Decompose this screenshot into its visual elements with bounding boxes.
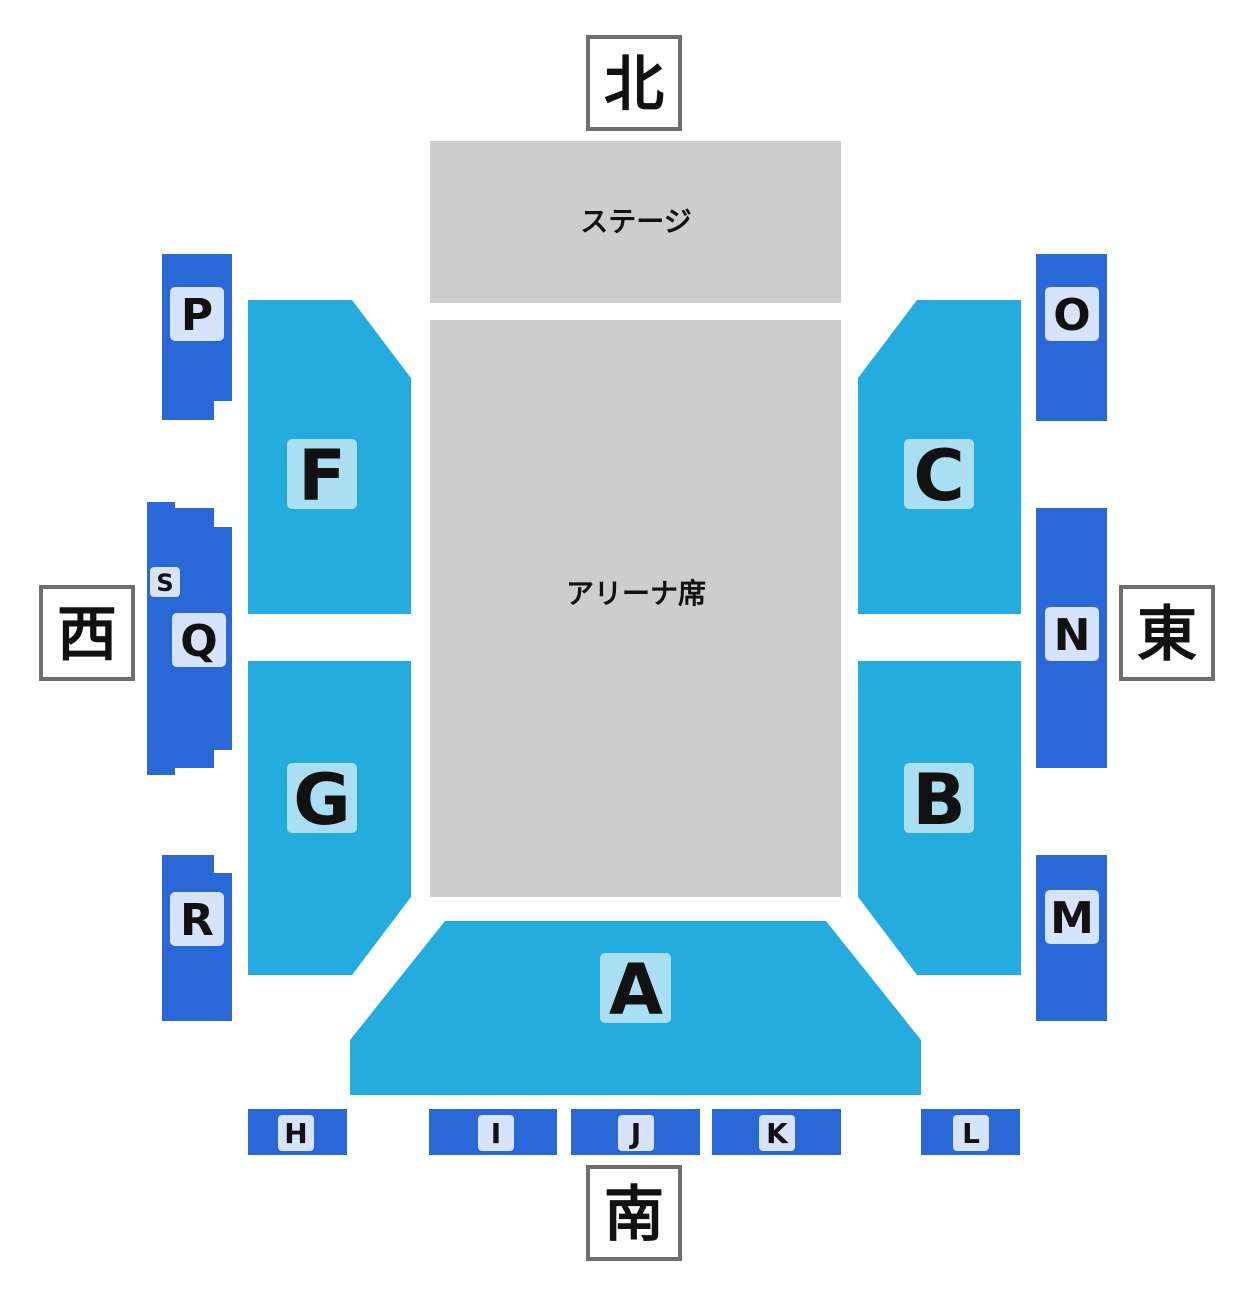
block-b[interactable]: B [858, 661, 1021, 975]
block-p[interactable]: P [162, 254, 232, 420]
block-c-label: C [913, 435, 964, 517]
compass-north: 北 [586, 35, 682, 131]
block-j-label: J [629, 1117, 641, 1150]
block-p-label: P [181, 290, 213, 341]
block-f-label: F [298, 435, 346, 517]
compass-east-label: 東 [1137, 600, 1197, 670]
block-n-label: N [1054, 610, 1091, 661]
block-s[interactable]: S [150, 567, 180, 597]
stage-label: ステージ [580, 205, 691, 238]
compass-west: 西 [39, 585, 135, 681]
compass-south: 南 [586, 1165, 682, 1261]
arena-label: アリーナ席 [566, 577, 706, 610]
block-o[interactable]: O [1036, 254, 1107, 421]
block-i-label: I [491, 1117, 501, 1150]
block-k-label: K [766, 1117, 789, 1150]
block-r[interactable]: R [162, 855, 232, 1021]
block-r-label: R [180, 895, 214, 946]
block-g[interactable]: G [248, 661, 411, 975]
block-h-label: H [284, 1117, 307, 1150]
arena-floor[interactable]: アリーナ席 [430, 320, 841, 897]
compass-east: 東 [1119, 585, 1215, 681]
compass-south-label: 南 [604, 1180, 664, 1250]
block-q-label: Q [180, 616, 217, 667]
block-l-label: L [962, 1117, 980, 1150]
block-q[interactable]: Q [147, 502, 232, 775]
block-k[interactable]: K [712, 1109, 841, 1155]
block-s-label: S [156, 569, 173, 597]
block-a-label: A [609, 949, 663, 1031]
block-n[interactable]: N [1036, 508, 1107, 768]
block-h[interactable]: H [248, 1109, 347, 1155]
block-i[interactable]: I [429, 1109, 557, 1155]
compass-north-label: 北 [604, 50, 664, 120]
block-l[interactable]: L [921, 1109, 1020, 1155]
stage-area: ステージ [430, 141, 841, 303]
block-g-label: G [293, 759, 350, 841]
block-c[interactable]: C [858, 300, 1021, 614]
block-o-label: O [1053, 290, 1090, 341]
compass-west-label: 西 [57, 600, 117, 670]
block-m-label: M [1050, 893, 1094, 944]
block-m[interactable]: M [1036, 855, 1107, 1021]
block-b-label: B [912, 759, 965, 841]
block-j[interactable]: J [571, 1109, 700, 1155]
block-f[interactable]: F [248, 300, 411, 614]
block-a[interactable]: A [350, 921, 921, 1095]
